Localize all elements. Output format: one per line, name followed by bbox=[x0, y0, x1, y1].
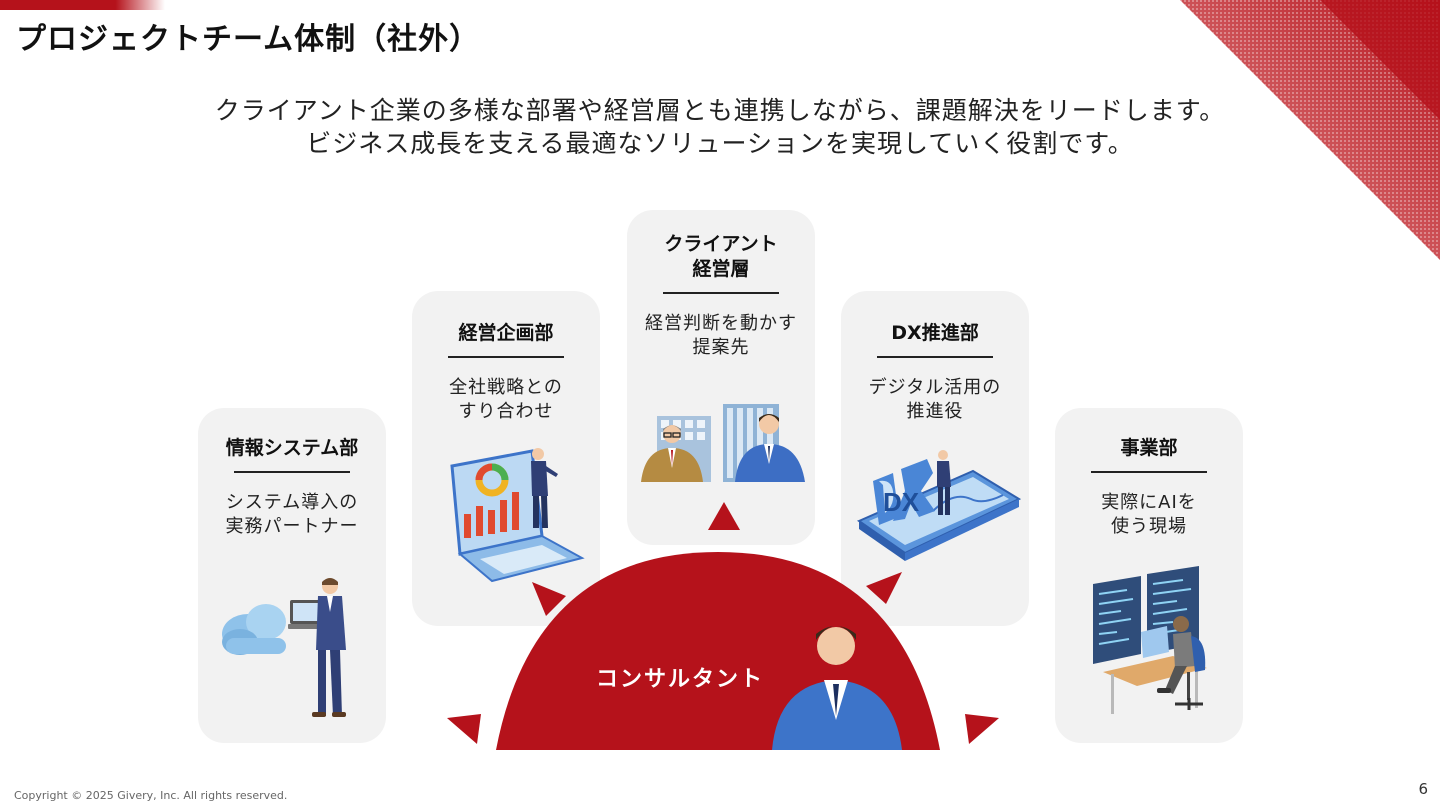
card-info-system: 情報システム部 システム導入の 実務パートナー bbox=[198, 408, 386, 743]
consultant-avatar-head bbox=[817, 627, 855, 665]
copyright: Copyright © 2025 Givery, Inc. All rights… bbox=[14, 789, 288, 802]
card-info-system-title: 情報システム部 bbox=[225, 437, 359, 459]
card-divider bbox=[234, 471, 350, 473]
card-executive-desc-2: 提案先 bbox=[692, 337, 750, 358]
page-number: 6 bbox=[1418, 780, 1428, 798]
arrow-to-dx bbox=[866, 572, 902, 604]
card-info-system-desc-2: 実務パートナー bbox=[225, 516, 359, 537]
card-planning-title: 経営企画部 bbox=[458, 322, 554, 344]
card-divider bbox=[448, 356, 564, 358]
card-executive: クライアント 経営層 経営判断を動かす 提案先 bbox=[627, 210, 815, 545]
developer-monitors-illustration bbox=[1093, 566, 1207, 714]
card-planning-desc-1: 全社戦略との bbox=[449, 377, 563, 398]
card-dx-desc-2: 推進役 bbox=[906, 401, 964, 422]
top-accent-stripe bbox=[0, 0, 165, 10]
consultant-arc bbox=[496, 552, 940, 750]
card-divider bbox=[663, 292, 779, 294]
arrow-to-executive bbox=[708, 502, 740, 530]
arrow-to-planning bbox=[532, 582, 566, 616]
card-business-desc-2: 使う現場 bbox=[1111, 516, 1187, 537]
subtitle-line-1: クライアント企業の多様な部署や経営層とも連携しながら、課題解決をリードします。 bbox=[214, 96, 1226, 125]
card-business-title: 事業部 bbox=[1120, 437, 1178, 459]
dx-tablet-illustration: DX bbox=[856, 450, 1022, 561]
card-executive-desc-1: 経営判断を動かす bbox=[645, 313, 797, 334]
subtitle: クライアント企業の多様な部署や経営層とも連携しながら、課題解決をリードします。 … bbox=[0, 94, 1440, 160]
card-executive-title-2: 経営層 bbox=[692, 258, 750, 280]
dx-block-text: DX bbox=[883, 487, 920, 517]
corner-decoration bbox=[1180, 0, 1440, 260]
subtitle-line-2: ビジネス成長を支える最適なソリューションを実現していく役割です。 bbox=[306, 129, 1134, 158]
card-dx-desc-1: デジタル活用の bbox=[868, 377, 1002, 398]
arrow-to-business bbox=[965, 714, 999, 744]
card-dx-title: DX推進部 bbox=[891, 322, 979, 344]
consultant-label: コンサルタント bbox=[596, 667, 765, 692]
arrow-to-info-system bbox=[447, 714, 481, 744]
card-business-desc-1: 実際にAIを bbox=[1101, 492, 1197, 513]
card-divider bbox=[1091, 471, 1207, 473]
card-divider bbox=[877, 356, 993, 358]
card-info-system-desc-1: システム導入の bbox=[225, 492, 359, 513]
card-executive-title-1: クライアント bbox=[664, 233, 778, 255]
card-dx: DX推進部 デジタル活用の 推進役 DX bbox=[841, 291, 1029, 626]
laptop-chart-presenter-illustration bbox=[450, 448, 585, 583]
page-title: プロジェクトチーム体制（社外） bbox=[16, 22, 481, 57]
card-planning: 経営企画部 全社戦略との すり合わせ bbox=[412, 291, 600, 626]
card-planning-desc-2: すり合わせ bbox=[458, 401, 554, 422]
executives-buildings-illustration bbox=[641, 404, 805, 482]
card-business: 事業部 実際にAIを 使う現場 bbox=[1055, 408, 1243, 743]
cloud-laptop-businessman-illustration bbox=[222, 578, 346, 717]
